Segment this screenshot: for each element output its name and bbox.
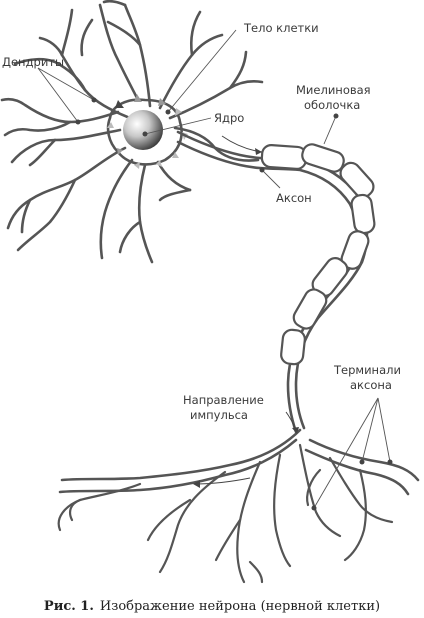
myelin-label-line1: Миелиновая <box>296 83 371 97</box>
impulse-arrows <box>193 135 299 488</box>
axon-label: Аксон <box>276 191 312 205</box>
myelin-sheath-group <box>260 143 376 366</box>
axon-terminals-group <box>57 428 420 584</box>
leader-lines <box>37 29 393 511</box>
dendrites-label: Дендриты <box>2 55 64 69</box>
nucleus-label: Ядро <box>214 111 244 125</box>
terminals-label-line2: аксона <box>350 378 392 392</box>
figure-caption-text: Изображение нейрона (нервной клетки) <box>100 599 380 614</box>
figure-caption-prefix: Рис. 1. <box>44 599 94 614</box>
direction-label-line2: импульса <box>190 408 248 422</box>
terminals-label-line1: Терминали <box>333 363 401 377</box>
myelin-label-line2: оболочка <box>304 98 360 112</box>
cell-body-label: Тело клетки <box>243 21 319 35</box>
cytoplasm-marks <box>107 94 188 169</box>
nucleus-circle <box>123 110 163 150</box>
figure-caption: Рис. 1. Изображение нейрона (нервной клет… <box>44 599 380 614</box>
direction-label-line1: Направление <box>183 393 264 407</box>
